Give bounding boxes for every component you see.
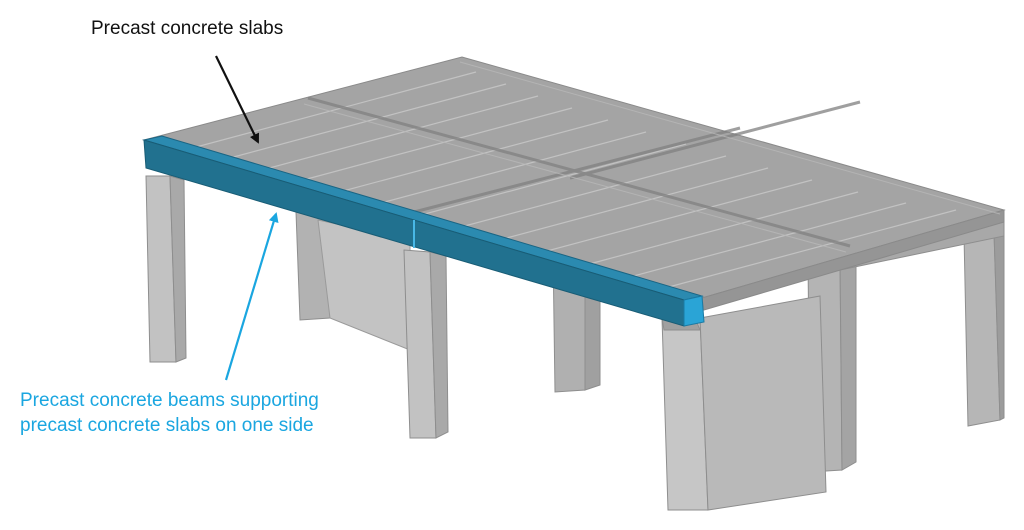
slab-deck xyxy=(142,56,1006,311)
beam-label: Precast concrete beams supporting precas… xyxy=(20,388,319,438)
slab-label: Precast concrete slabs xyxy=(91,18,284,39)
highlighted-precast-beam xyxy=(142,135,705,327)
beam-pointer-arrow xyxy=(224,212,279,381)
beam-label-line-1: Precast concrete beams supporting xyxy=(20,390,319,411)
slab-pointer-arrow xyxy=(215,55,259,144)
beam-label-line-2: precast concrete slabs on one side xyxy=(20,415,314,436)
front-columns xyxy=(145,175,827,511)
